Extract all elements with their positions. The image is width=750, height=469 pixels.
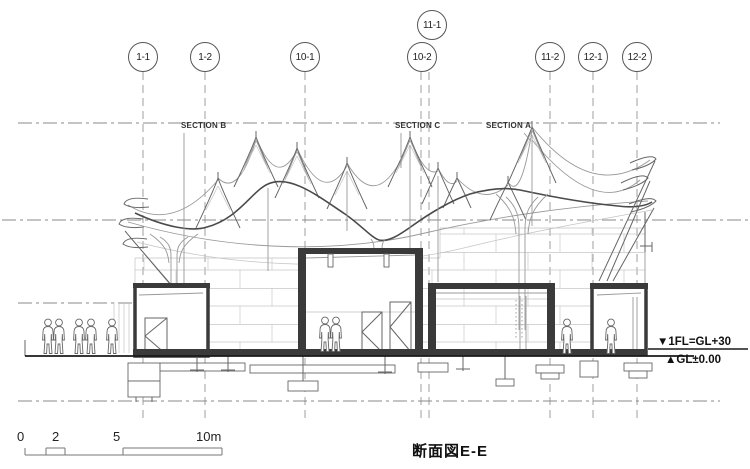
building-box-b: [298, 248, 423, 353]
first-floor-level-label: ▼1FL=GL+30: [657, 336, 732, 348]
building-box-d: [590, 283, 648, 356]
grid-bubble-12-2: 12-2: [622, 42, 652, 72]
scale-tick-10m: 10m: [196, 429, 222, 444]
section-a-label: SECTION A: [486, 121, 532, 130]
ground-level-label: ▲GL±0.00: [665, 354, 722, 366]
grid-bubble-label: 10-1: [295, 51, 315, 63]
grid-bubble-label: 11-2: [540, 51, 560, 63]
scale-tick-2: 2: [52, 429, 60, 444]
grid-bubble-label: 12-1: [583, 51, 603, 63]
grid-bubble-10-2: 10-2: [407, 42, 437, 72]
grid-bubble-1-2: 1-2: [190, 42, 220, 72]
grid-bubble-11-1: 11-1: [417, 10, 447, 40]
scale-bar: [24, 447, 223, 456]
grid-bubble-label: 10-2: [412, 51, 432, 63]
grid-bubble-10-1: 10-1: [290, 42, 320, 72]
building-box-a: [133, 283, 210, 358]
grid-bubble-label: 11-1: [422, 19, 442, 31]
drawing-title: 断面図E-E: [412, 443, 489, 460]
grid-bubble-label: 1-1: [136, 51, 150, 63]
datum-lines: [2, 122, 748, 402]
section-leaders: [183, 132, 531, 292]
scale-tick-5: 5: [113, 429, 121, 444]
building-box-c: [428, 283, 555, 356]
grid-bubble-1-1: 1-1: [128, 42, 158, 72]
grid-bubble-12-1: 12-1: [578, 42, 608, 72]
ground-lines: [25, 348, 748, 357]
section-b-label: SECTION B: [181, 121, 227, 130]
section-c-label: SECTION C: [395, 121, 441, 130]
grid-bubble-label: 1-2: [198, 51, 212, 63]
membrane-roof: [118, 121, 657, 330]
scale-tick-0: 0: [17, 429, 25, 444]
grid-bubble-11-2: 11-2: [535, 42, 565, 72]
floor-plinth: [133, 349, 646, 356]
foundations: [127, 356, 653, 402]
grid-bubble-label: 12-2: [627, 51, 647, 63]
